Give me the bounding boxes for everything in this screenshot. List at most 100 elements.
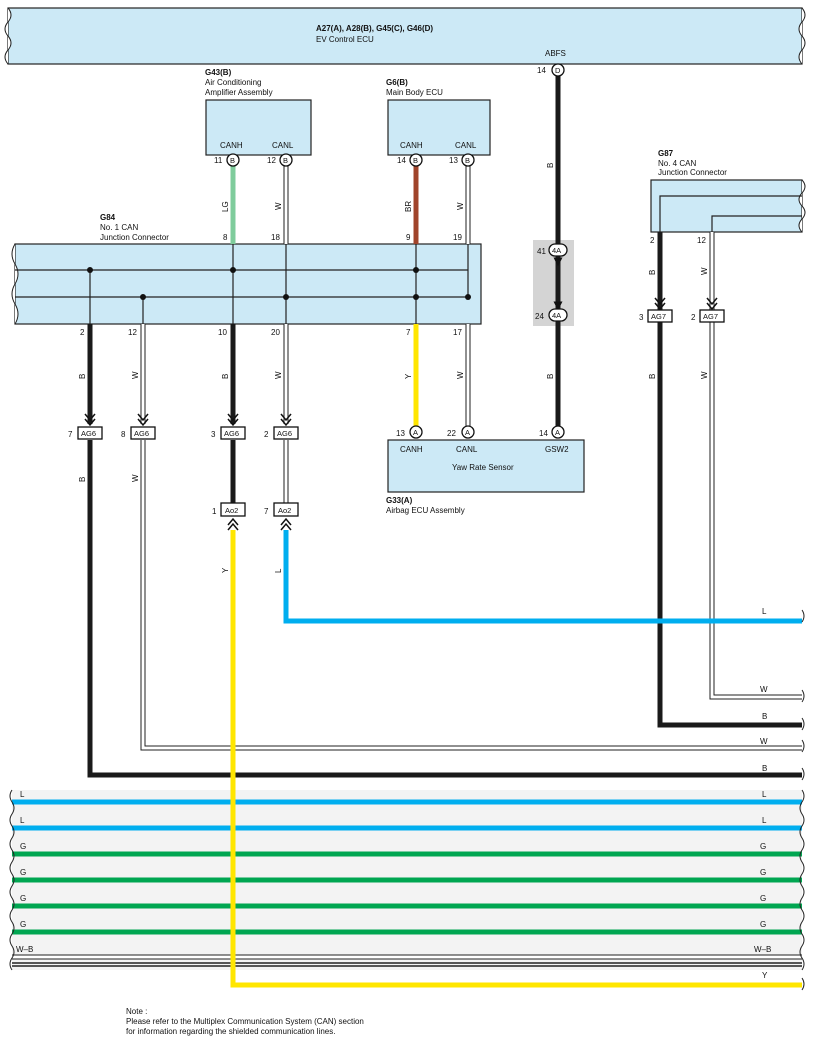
svg-text:G: G (20, 868, 26, 877)
wire-color-labels: LG W BR W B B W B W B W Y W B B W B W Y … (16, 163, 771, 980)
ao2-connector-1: 1 Ao2 (212, 502, 246, 531)
main-ecu-code: G6(B) (386, 78, 408, 87)
svg-text:3: 3 (211, 430, 216, 439)
svg-text:W: W (131, 474, 140, 482)
svg-text:41: 41 (537, 247, 546, 256)
svg-text:B: B (546, 163, 555, 168)
jc4-name-2: Junction Connector (658, 168, 727, 177)
jc1-taps (89, 244, 417, 324)
svg-text:24: 24 (535, 312, 544, 321)
svg-text:Ao2: Ao2 (278, 506, 291, 515)
jc1-name-2: Junction Connector (100, 233, 169, 242)
svg-text:L: L (762, 607, 767, 616)
ev-control-ecu: A27(A), A28(B), G45(C), G46(D) EV Contro… (4, 7, 806, 65)
main-ecu-box (387, 99, 491, 156)
main-ecu-canh: CANH (400, 141, 423, 150)
svg-text:A: A (465, 428, 470, 437)
svg-text:9: 9 (406, 233, 411, 242)
ac-amp-name-1: Air Conditioning (205, 78, 261, 87)
middle-wires (87, 232, 715, 428)
svg-text:G: G (760, 920, 766, 929)
yaw-canl-pin-badge: 22 A (447, 425, 475, 439)
svg-text:G: G (20, 894, 26, 903)
svg-text:2: 2 (264, 430, 269, 439)
yaw-gsw2: GSW2 (545, 445, 569, 454)
can-junction-connector-1: G84 No. 1 CAN Junction Connector (11, 213, 482, 325)
svg-text:12: 12 (697, 236, 706, 245)
break-edge-left (4, 7, 12, 65)
svg-text:LG: LG (221, 201, 230, 212)
svg-text:W: W (131, 371, 140, 379)
svg-text:L: L (20, 790, 25, 799)
bus-break-right (799, 609, 805, 971)
ac-amp-code: G43(B) (205, 68, 232, 77)
ev-ecu-box (7, 7, 803, 65)
jc1-box (14, 243, 482, 325)
main-ecu-name: Main Body ECU (386, 88, 443, 97)
ag6-connector-1: 7 AG6 (68, 413, 103, 440)
svg-text:Ao2: Ao2 (225, 506, 238, 515)
yaw-code: G33(A) (386, 496, 413, 505)
svg-text:B: B (413, 156, 418, 165)
svg-text:B: B (465, 156, 470, 165)
jc4-code: G87 (658, 149, 674, 158)
svg-text:W: W (760, 685, 768, 694)
svg-text:2: 2 (691, 313, 696, 322)
junction-pin-numbers: 8 18 9 19 2 12 10 20 7 17 2 12 (80, 233, 706, 337)
break-edge-right (798, 7, 806, 65)
svg-text:2: 2 (80, 328, 85, 337)
jc4-name-1: No. 4 CAN (658, 159, 696, 168)
yaw-assembly: Airbag ECU Assembly (386, 506, 465, 515)
ac-canh-pin-badge: 11 B (214, 153, 240, 167)
svg-text:G: G (760, 868, 766, 877)
ag6-connector-4: 2 AG6 (264, 413, 299, 440)
jc4-bus-b (659, 195, 802, 232)
svg-text:8: 8 (223, 233, 228, 242)
svg-text:AG7: AG7 (651, 312, 666, 321)
svg-text:B: B (648, 270, 657, 275)
svg-text:14: 14 (397, 156, 406, 165)
svg-text:10: 10 (218, 328, 227, 337)
svg-text:L: L (762, 816, 767, 825)
jc4-box (650, 179, 803, 233)
ac-amp-canl: CANL (272, 141, 294, 150)
svg-text:13: 13 (396, 429, 405, 438)
ag6-connector-3: 3 AG6 (211, 413, 246, 440)
note-title: Note : (126, 1007, 147, 1016)
svg-text:W: W (760, 737, 768, 746)
svg-text:12: 12 (267, 156, 276, 165)
svg-text:W: W (274, 202, 283, 210)
svg-text:Y: Y (404, 373, 413, 379)
yaw-gsw2-pin-badge: 14 A (539, 425, 565, 439)
svg-text:14: 14 (537, 66, 546, 75)
ac-canl-pin-badge: 12 B (267, 153, 293, 167)
svg-text:L: L (20, 816, 25, 825)
svg-text:7: 7 (264, 507, 269, 516)
connector-badges: 14 D 11 B 12 B 14 B 13 B 41 4A (68, 63, 725, 531)
inline-4a-bottom-badge: 24 4A (535, 308, 568, 322)
svg-text:B: B (221, 374, 230, 379)
lower-wires (87, 322, 802, 778)
svg-text:G: G (20, 920, 26, 929)
svg-text:G: G (760, 894, 766, 903)
wire-y-long (230, 530, 802, 988)
svg-text:G: G (760, 842, 766, 851)
jc1-code: G84 (100, 213, 116, 222)
svg-text:Y: Y (762, 971, 768, 980)
svg-text:AG6: AG6 (277, 429, 292, 438)
svg-text:B: B (762, 712, 767, 721)
yaw-canh-pin-badge: 13 A (396, 425, 423, 439)
can-junction-connector-4: G87 No. 4 CAN Junction Connector (650, 149, 806, 233)
ev-ecu-pin-badge: 14 D (537, 63, 565, 77)
jc4-bus-w (711, 215, 802, 232)
svg-text:1: 1 (212, 507, 217, 516)
svg-text:7: 7 (406, 328, 411, 337)
jc1-junction-dots (87, 267, 471, 300)
svg-text:7: 7 (68, 430, 73, 439)
svg-text:AG6: AG6 (81, 429, 96, 438)
main-body-ecu: G6(B) Main Body ECU CANH CANL (386, 78, 491, 156)
svg-text:G: G (20, 842, 26, 851)
ev-ecu-name: EV Control ECU (316, 35, 374, 44)
main-ecu-canl: CANL (455, 141, 477, 150)
